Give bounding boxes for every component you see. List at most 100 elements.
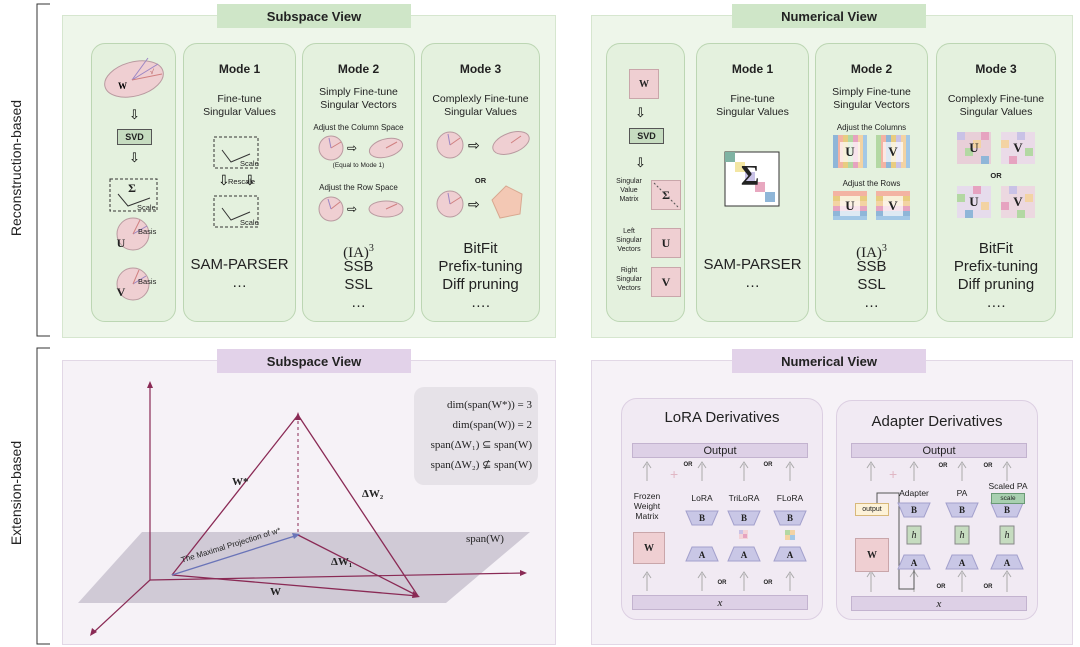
mode1-sigma: Σ [740,161,760,192]
side-label-reconstruction: Reconstruction-based [8,99,24,237]
lora-b: B [698,513,705,523]
mode3-title: Mode 3 [459,62,502,76]
mode1-num-title: Mode 1 [731,62,774,76]
right-singular-vectors-label: Right Singular Vectors [616,267,642,292]
mode1-desc: Fine-tune Singular Values [203,93,276,118]
mode1-methods: SAM-PARSER … [190,256,289,291]
scale-label: Scale [137,203,156,212]
trilora-label: TriLoRA [728,493,760,503]
adapter-or-1: OR [938,463,948,469]
adapter-or-4: OR [983,584,993,590]
header-bottom-left: Subspace View [217,349,411,373]
mode2-numerical-card: Mode 2 Simply Fine-tune Singular Vectors… [815,43,928,322]
mode3-desc: Complexly Fine-tune Singular Values [432,93,529,118]
svg-text:⇨: ⇨ [468,137,480,153]
sigma-diagonal [653,182,679,208]
equations-box: dim(span(W*)) = 3 dim(span(W)) = 2 span(… [414,387,538,485]
mode2-equal-note: (Equal to Mode 1) [332,162,385,169]
svg-text:⇨: ⇨ [468,196,480,212]
svd-arrows: ⇩ ⇩ [635,105,646,170]
lora-label: LoRA [691,493,713,503]
mode2-desc: Simply Fine-tune Singular Vectors [319,86,398,111]
adapter-flow-graphic: + [866,461,1024,592]
mode3-numerical-card: Mode 3 Complexly Fine-tune Singular Valu… [936,43,1056,322]
lora-or-4: OR [763,580,773,586]
mode3-or: OR [474,176,487,185]
mode1-num-methods: SAM-PARSER … [703,256,802,291]
flora-a: A [786,550,794,560]
svg-text:⇨: ⇨ [347,141,357,155]
pa-h: h [959,529,965,541]
svg-text:⇩: ⇩ [244,172,256,188]
svg-text:⇩: ⇩ [129,107,140,122]
header-top-right: Numerical View [732,4,926,28]
mode2-num-methods-head: (IA)3 [816,240,927,262]
mode1-scale-b: Scale [240,218,259,227]
svd-column-subspace: √ W ⇩ ⇩ SVD Σ Scale U Basis V Basis [91,43,176,322]
matrix-w: W [629,69,659,99]
mode2-methods: SSB SSL … [343,258,374,311]
label-delta-w2: ΔW₂ [362,488,384,500]
mode2-num-desc: Simply Fine-tune Singular Vectors [832,86,911,111]
mode2-methods-head: (IA)3 [303,240,414,262]
equation-3: span(ΔW₂) ⊈ span(W) [430,459,532,471]
sigma-symbol: Σ [128,180,136,195]
lora-output-bar: Output [632,443,808,458]
mode1-title: Mode 1 [218,62,261,76]
mode3-num-title: Mode 3 [975,62,1017,76]
lora-a: A [698,550,706,560]
mode1-num-desc: Fine-tune Singular Values [716,93,789,118]
svg-text:⇩: ⇩ [635,105,646,120]
sigma-matrix-graphic [724,151,780,207]
lora-derivatives-card: LoRA Derivatives Output x + OR OR OR OR … [621,398,823,620]
scale-tag: scale [991,493,1025,504]
adapter-a: A [910,558,918,568]
adapter-h: h [911,529,917,541]
mode1-numerical-card: Mode 1 Fine-tune Singular Values Σ SAM-P… [696,43,809,322]
lora-or-1: OR [683,462,693,468]
mode1-scale-a: Scale [240,159,259,168]
trilora-b: B [740,513,747,523]
svg-text:⇩: ⇩ [129,150,140,165]
mode2-num-ia-label: (IA) [856,245,882,261]
mode2-u-bottom: U [840,196,860,216]
lora-flow-graphic: + [642,461,807,591]
svd-geometry-graphic: √ W ⇩ ⇩ [104,57,164,301]
mode2-v-top: V [883,142,903,162]
mode2-num-ia-exp: 3 [881,243,887,254]
adapter-or-3: OR [936,584,946,590]
mode3-methods: BitFit Prefix-tuning Diff pruning …. [438,240,523,311]
basis-u-label: Basis [138,227,157,236]
mode2-title: Mode 2 [337,62,380,76]
svd-box: SVD [117,129,152,145]
basis-v-label: Basis [138,277,157,286]
scaled-pa-label: Scaled PA [988,481,1028,491]
mode2-num-title: Mode 2 [850,62,893,76]
mosaic-matrices-graphic [957,132,1035,218]
flora-label: FLoRA [776,493,804,503]
frozen-weight-label: Frozen Weight Matrix [633,491,661,521]
mode1-rescale: Rescale [228,177,256,186]
mode3-num-methods: BitFit Prefix-tuning Diff pruning …. [953,240,1039,311]
scaled-pa-b: B [1003,505,1010,515]
mode2-ia-exp: 3 [368,243,374,254]
matrix-sigma: Σ [651,180,681,210]
side-label-extension: Extension-based [8,440,24,546]
scaled-pa-a: A [1003,558,1011,568]
svg-text:+: + [670,466,678,482]
side-brackets [36,3,50,645]
subspace-3d-graphic [78,381,530,636]
lora-or-2: OR [763,462,773,468]
header-bottom-right: Numerical View [732,349,926,373]
equation-list: dim(span(W*)) = 3 dim(span(W)) = 2 span(… [414,395,532,475]
mode2-adj-rows: Adjust the Rows [842,179,901,188]
header-top-left: Subspace View [217,4,411,28]
adapter-output-box: output [855,503,889,516]
lora-matrix-w: W [633,532,665,564]
svg-text:⇩: ⇩ [635,155,646,170]
mode3-v-bottom: V [1013,194,1023,209]
mode2-col-space: Adjust the Column Space [313,123,404,132]
flora-b: B [786,513,793,523]
label-w-star: W* [232,476,249,488]
adapter-derivatives-card: Adapter Derivatives Output x + output W … [836,400,1038,620]
